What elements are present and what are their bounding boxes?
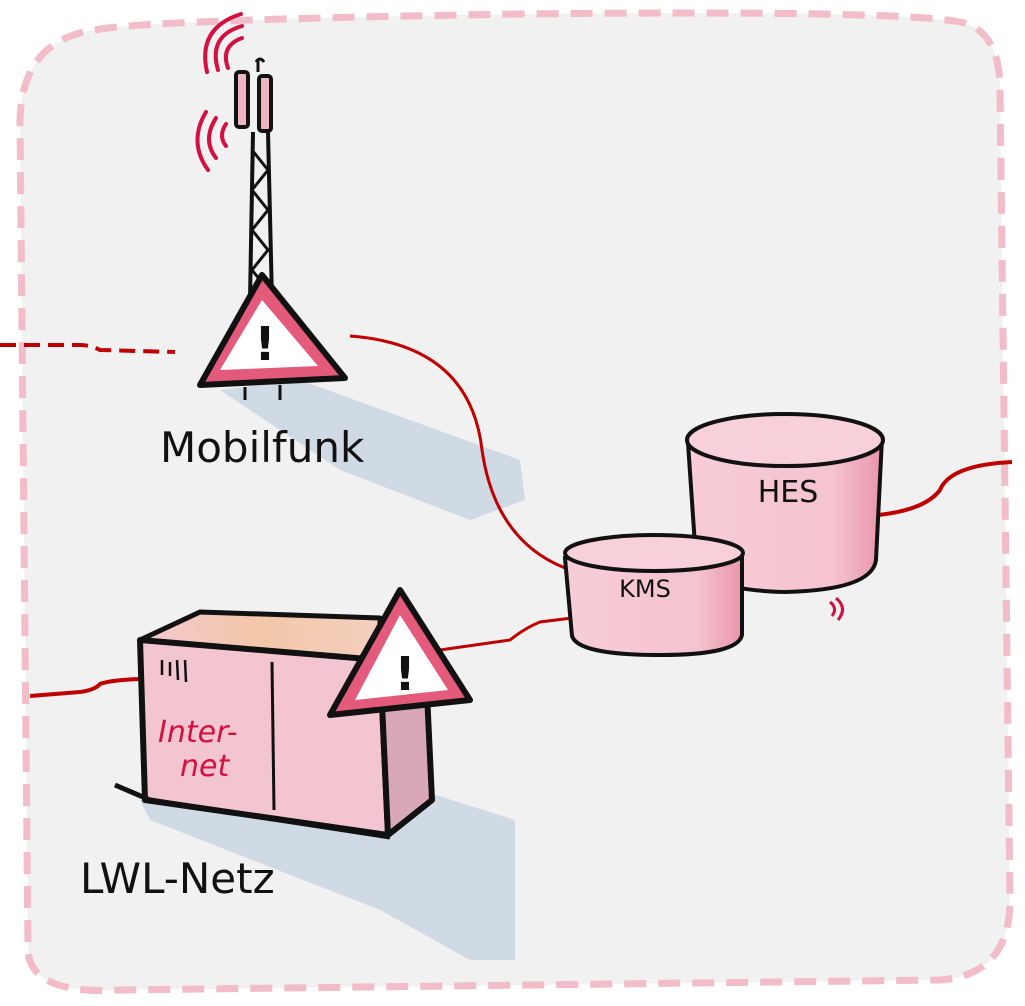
hes-cylinder-top — [685, 412, 885, 468]
connection-cabinet-to-kms — [439, 616, 573, 652]
cell-tower-icon — [234, 57, 274, 301]
frame-dashed-border — [16, 9, 1014, 994]
tower-node[interactable]: ! Mobilfunk — [160, 12, 365, 472]
tower-warning-icon: ! — [197, 272, 348, 400]
cabinet-label: LWL-Netz — [80, 854, 275, 903]
cabinet-shadow — [140, 790, 515, 960]
hes-signal-icon — [829, 596, 844, 621]
network-cabinet-icon — [114, 609, 435, 840]
cabinet-warning-icon: ! — [327, 587, 473, 718]
tower-shadow — [220, 380, 525, 520]
connection-hes-to-right — [877, 460, 1013, 517]
cabinet-inscription-line2: net — [180, 749, 230, 784]
svg-text:!: ! — [255, 317, 276, 371]
kms-label: KMS — [619, 575, 671, 603]
kms-node[interactable]: KMS — [562, 533, 745, 658]
connection-tower-to-kms — [349, 334, 566, 570]
connection-left-to-cabinet — [29, 677, 141, 698]
signal-waves-icon — [195, 12, 244, 172]
hes-label: HES — [758, 475, 819, 510]
cabinet-inscription-line1: Inter- — [158, 715, 238, 750]
cabinet-node[interactable]: Inter- net ! LWL-Netz — [80, 587, 473, 903]
kms-cylinder-body — [562, 549, 744, 658]
svg-text:!: ! — [395, 647, 416, 701]
kms-cylinder-top — [563, 533, 745, 573]
tower-label: Mobilfunk — [160, 423, 365, 472]
connection-left-to-tower — [0, 343, 176, 354]
